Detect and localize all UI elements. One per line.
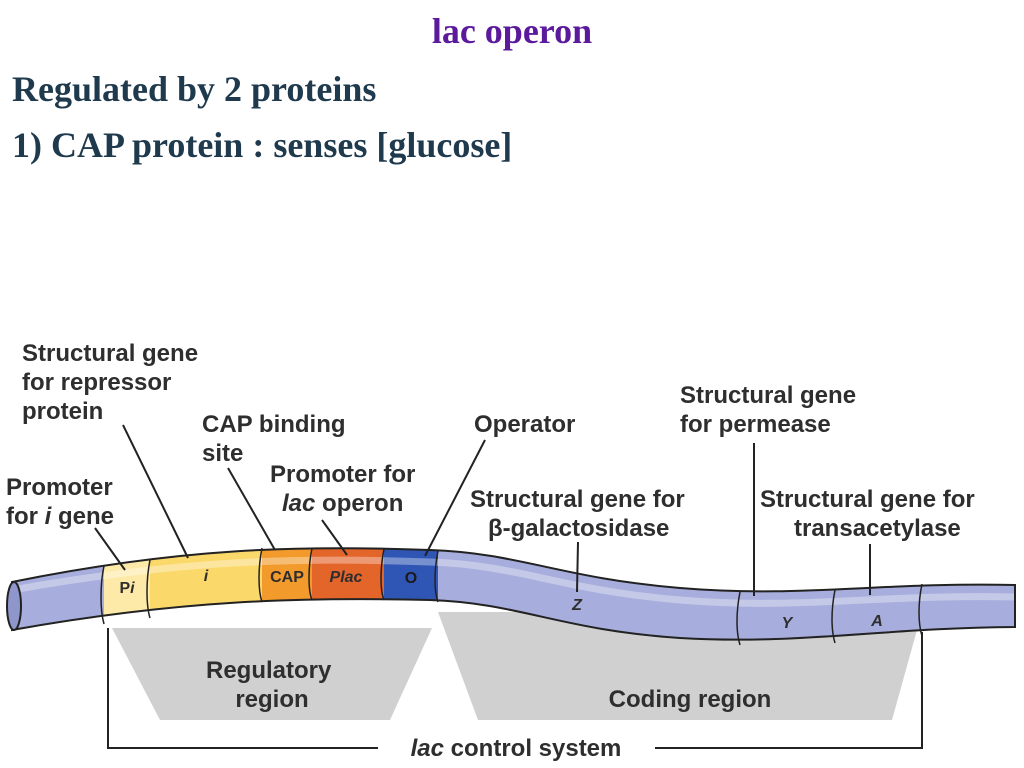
segment-i-label: i bbox=[204, 568, 209, 585]
segment-plac-label: Plac bbox=[330, 569, 363, 586]
label-structural-gene-permease: Structural gene for permease bbox=[680, 382, 863, 438]
segment-o-label: O bbox=[405, 570, 417, 587]
segment-cap-label: CAP bbox=[270, 569, 304, 586]
coding-region-shape bbox=[438, 612, 922, 720]
segment-pi-label: Pi bbox=[119, 580, 135, 597]
segment-z-label: Z bbox=[571, 597, 583, 614]
label-structural-gene-repressor: Structural gene for repressor protein bbox=[22, 340, 205, 425]
label-regulatory-region: Regulatory region bbox=[206, 657, 338, 713]
regulatory-region-shape bbox=[112, 628, 432, 720]
segment-a-label: A bbox=[870, 613, 883, 630]
segment-boundaries bbox=[100, 547, 923, 646]
label-structural-gene-galactosidase: Structural gene for β-galactosidase bbox=[470, 486, 691, 542]
segment-y-label: Y bbox=[782, 615, 794, 632]
label-cap-binding-site: CAP binding site bbox=[202, 411, 352, 467]
slide-title: lac operon bbox=[431, 11, 593, 51]
label-operator: Operator bbox=[474, 411, 575, 438]
label-promoter-lac: Promoter for lac operon bbox=[270, 461, 422, 517]
label-promoter-i-gene: Promoter for i gene bbox=[6, 474, 119, 530]
control-system-bracket bbox=[107, 628, 923, 749]
leader-lines bbox=[94, 424, 871, 596]
label-structural-gene-transacetylase: Structural gene for transacetylase bbox=[760, 486, 981, 542]
bullet-cap-protein: 1) CAP protein : senses [glucose] bbox=[12, 125, 513, 165]
label-lac-control-system: lac control system bbox=[411, 735, 622, 762]
dna-end-cap bbox=[6, 581, 22, 631]
label-coding-region: Coding region bbox=[609, 686, 772, 713]
bullet-regulated: Regulated by 2 proteins bbox=[12, 69, 377, 109]
